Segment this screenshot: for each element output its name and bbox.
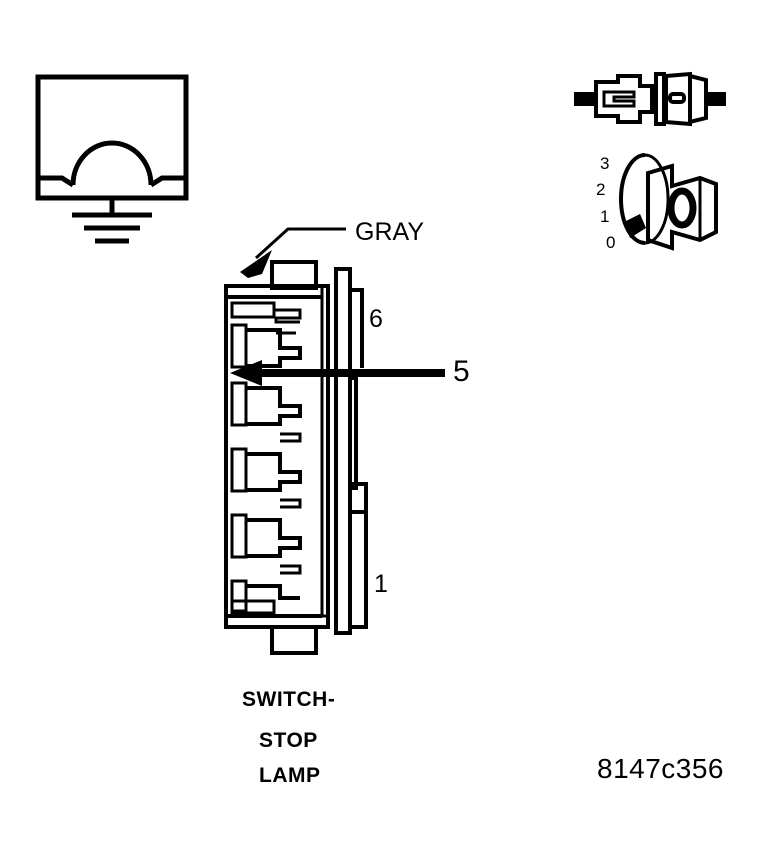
terminal-block bbox=[230, 381, 302, 443]
terminal-block bbox=[230, 323, 302, 369]
terminal-1-label: 1 bbox=[374, 570, 388, 598]
component-name-line-3: LAMP bbox=[259, 764, 321, 787]
ignition-detent-2-label: 2 bbox=[596, 180, 606, 199]
ohmmeter-symbol bbox=[35, 74, 189, 244]
stop-lamp-switch-connector bbox=[224, 260, 368, 655]
connector-pair-icon bbox=[574, 71, 726, 127]
ignition-key-switch-icon bbox=[619, 153, 718, 251]
terminal-5-label: 5 bbox=[453, 355, 470, 388]
terminal-5-pointer-arrow bbox=[230, 360, 445, 386]
terminal-block bbox=[230, 513, 302, 575]
ignition-detent-0-label: 0 bbox=[606, 233, 616, 252]
figure-code-label: 8147c356 bbox=[597, 753, 725, 784]
gray-wire-leader bbox=[240, 227, 346, 278]
component-name-line-1: SWITCH- bbox=[242, 688, 336, 711]
ignition-detent-1-label: 1 bbox=[600, 207, 610, 226]
terminal-6-label: 6 bbox=[369, 305, 383, 333]
component-name-line-2: STOP bbox=[259, 729, 318, 752]
cavity-6 bbox=[230, 301, 302, 324]
terminal-block bbox=[230, 579, 300, 613]
terminal-block bbox=[230, 447, 302, 509]
ignition-detent-3-label: 3 bbox=[600, 154, 610, 173]
wire-color-label: GRAY bbox=[355, 218, 424, 246]
